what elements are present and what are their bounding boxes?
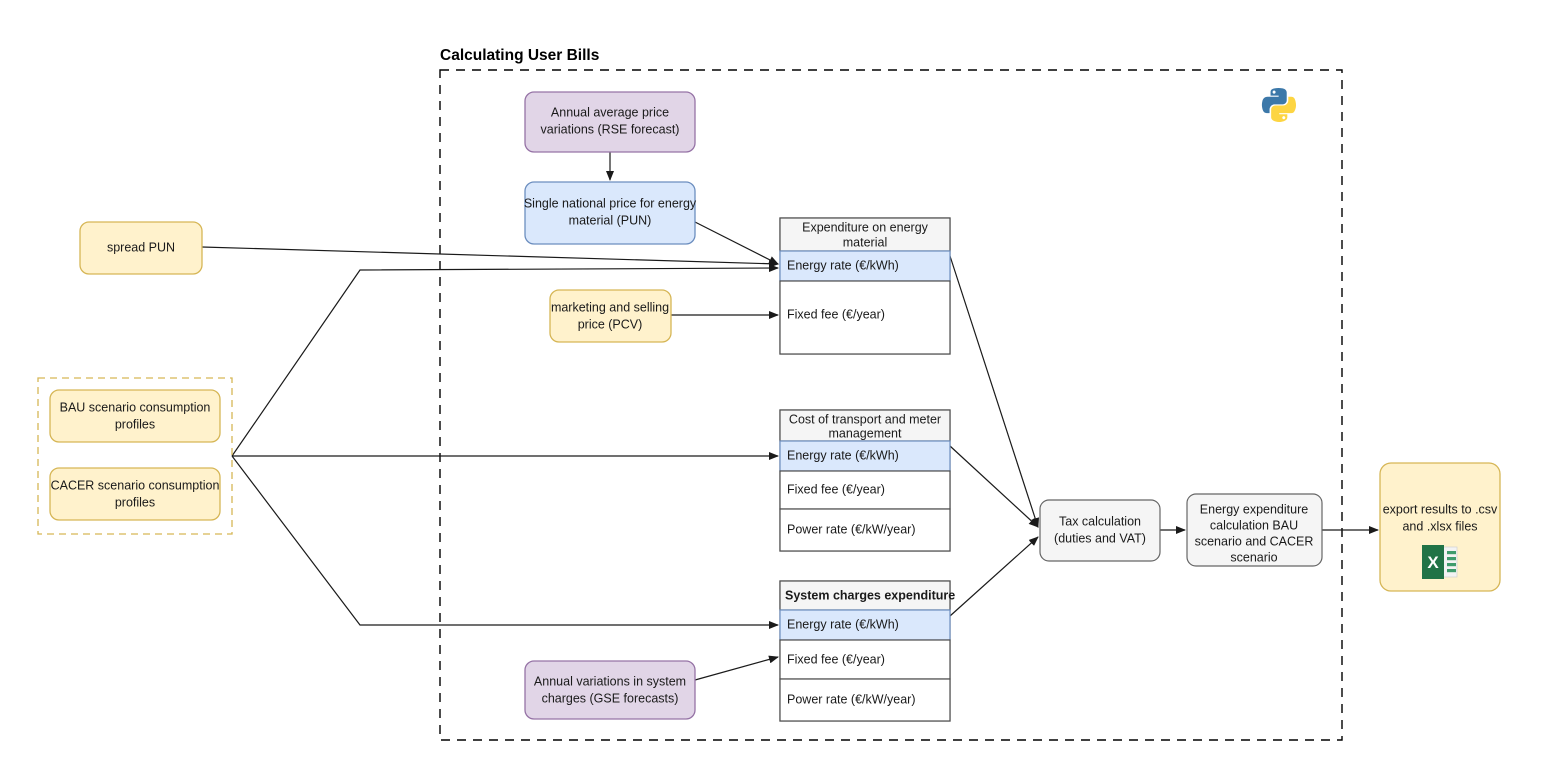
- edge-profiles-to-table3-energy: [231, 455, 779, 629]
- node-cacer-profiles-label-line1: CACER scenario consumption: [51, 478, 220, 492]
- node-rse-forecast-label-line2: variations (RSE forecast): [541, 122, 680, 136]
- node-pcv-label-line2: price (PCV): [578, 317, 643, 331]
- table3-row-fixed-fee[interactable]: [779, 639, 951, 680]
- table3-row-energy-rate[interactable]: [779, 609, 951, 641]
- table-system-charges-expenditure: System charges expenditure Energy rate (…: [779, 580, 955, 722]
- table2-row-fixed-fee[interactable]: [779, 470, 951, 510]
- node-gse-forecast[interactable]: Annual variations in system charges (GSE…: [524, 660, 696, 720]
- edge-profiles-to-table1-energy: [231, 264, 779, 457]
- node-pcv-label-line1: marketing and selling: [551, 300, 669, 314]
- svg-text:X: X: [1427, 553, 1439, 572]
- table-cost-of-transport-and-meter-management: Cost of transport and meter management E…: [779, 409, 951, 552]
- node-tax-calculation-label-line1: Tax calculation: [1059, 514, 1141, 528]
- node-energy-expenditure-label-line3: scenario and CACER: [1195, 534, 1314, 548]
- table3-row-energy-rate-label: Energy rate (€/kWh): [787, 617, 899, 631]
- node-pun[interactable]: Single national price for energy materia…: [524, 181, 697, 245]
- node-spread-pun[interactable]: spread PUN: [79, 221, 203, 275]
- node-pun-label-line2: material (PUN): [569, 213, 652, 227]
- node-energy-expenditure-label-line1: Energy expenditure: [1200, 502, 1308, 516]
- table2-row-power-rate[interactable]: [779, 508, 951, 552]
- node-gse-forecast-label-line2: charges (GSE forecasts): [542, 691, 679, 705]
- table3-row-power-rate-label: Power rate (€/kW/year): [787, 692, 916, 706]
- node-bau-profiles-label-line2: profiles: [115, 417, 155, 431]
- python-logo-icon: [1261, 88, 1297, 122]
- table2-header-line1: Cost of transport and meter: [789, 412, 941, 426]
- node-cacer-profiles[interactable]: CACER scenario consumption profiles: [49, 467, 221, 521]
- node-cacer-profiles-label-line2: profiles: [115, 495, 155, 509]
- table-expenditure-on-energy-material: Expenditure on energy material Energy ra…: [779, 217, 951, 355]
- node-pun-label-line1: Single national price for energy: [524, 196, 697, 210]
- table1-row-energy-rate[interactable]: [779, 250, 951, 282]
- node-bau-profiles-label-line1: BAU scenario consumption: [60, 400, 211, 414]
- node-export-results[interactable]: export results to .csv and .xlsx files X: [1379, 462, 1501, 592]
- edge-table2-to-tax: [949, 445, 1039, 528]
- node-bau-profiles[interactable]: BAU scenario consumption profiles: [49, 389, 221, 443]
- calculating-user-bills-container: [439, 69, 1343, 741]
- table1-row-fixed-fee[interactable]: [779, 280, 951, 355]
- table2-row-fixed-fee-label: Fixed fee (€/year): [787, 482, 885, 496]
- table3-header: System charges expenditure: [785, 588, 955, 602]
- node-export-results-label-line2: and .xlsx files: [1402, 519, 1477, 533]
- edge-pun-to-table1-energy: [694, 221, 779, 265]
- node-energy-expenditure-label-line2: calculation BAU: [1210, 518, 1298, 532]
- node-spread-pun-label: spread PUN: [107, 240, 175, 254]
- node-rse-forecast[interactable]: Annual average price variations (RSE for…: [524, 91, 696, 153]
- edge-table1-to-tax: [949, 255, 1040, 528]
- node-rse-forecast-label-line1: Annual average price: [551, 105, 669, 119]
- node-pcv[interactable]: marketing and selling price (PCV): [549, 289, 672, 343]
- node-energy-expenditure-calculation[interactable]: Energy expenditure calculation BAU scena…: [1186, 493, 1323, 567]
- node-export-results-label-line1: export results to .csv: [1383, 502, 1498, 516]
- table2-row-energy-rate[interactable]: [779, 440, 951, 472]
- edge-gse-to-table3-fixed: [694, 655, 779, 681]
- consumption-profiles-group: [37, 377, 233, 535]
- table2-row-power-rate-label: Power rate (€/kW/year): [787, 522, 916, 536]
- table1-row-energy-rate-label: Energy rate (€/kWh): [787, 258, 899, 272]
- table3-row-power-rate[interactable]: [779, 678, 951, 722]
- table3-row-fixed-fee-label: Fixed fee (€/year): [787, 652, 885, 666]
- edge-spreadpun-to-table1-energy: [201, 246, 779, 268]
- table1-header-line1: Expenditure on energy: [802, 220, 929, 234]
- node-tax-calculation-label-line2: (duties and VAT): [1054, 531, 1146, 545]
- node-tax-calculation[interactable]: Tax calculation (duties and VAT): [1039, 499, 1161, 562]
- table1-row-fixed-fee-label: Fixed fee (€/year): [787, 307, 885, 321]
- node-gse-forecast-label-line1: Annual variations in system: [534, 674, 686, 688]
- table2-header-line2: management: [829, 426, 902, 440]
- table2-row-energy-rate-label: Energy rate (€/kWh): [787, 448, 899, 462]
- excel-file-icon: X: [1422, 545, 1458, 579]
- node-energy-expenditure-label-line4: scenario: [1230, 550, 1277, 564]
- page-title: Calculating User Bills: [440, 47, 599, 64]
- edge-table3-to-tax: [949, 536, 1039, 617]
- table1-header-line2: material: [843, 235, 887, 249]
